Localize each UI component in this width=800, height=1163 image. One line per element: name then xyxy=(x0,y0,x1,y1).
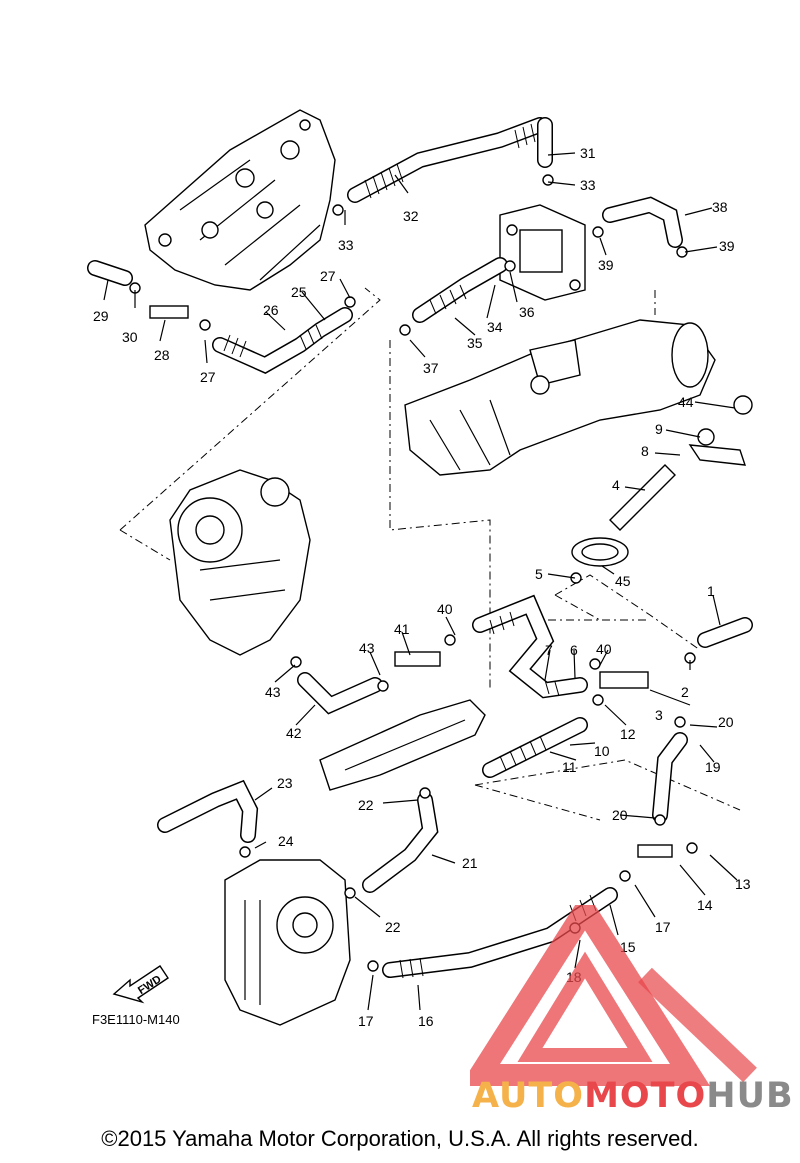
callout-17a: 17 xyxy=(655,919,671,935)
callout-32: 32 xyxy=(403,208,419,224)
hoses xyxy=(87,117,753,978)
pump-assembly xyxy=(224,859,351,1026)
callout-5: 5 xyxy=(535,566,543,582)
reference-lines xyxy=(119,287,741,821)
callout-27a: 27 xyxy=(320,268,336,284)
intake-manifold xyxy=(144,109,336,291)
callout-36: 36 xyxy=(519,304,535,320)
callout-7: 7 xyxy=(545,642,553,658)
callout-12: 12 xyxy=(620,726,636,742)
callout-42: 42 xyxy=(286,725,302,741)
callout-31: 31 xyxy=(580,145,596,161)
callout-4: 4 xyxy=(612,477,620,493)
callout-33b: 33 xyxy=(338,237,354,253)
callout-26: 26 xyxy=(263,302,279,318)
callout-13: 13 xyxy=(735,876,751,892)
callout-20b: 20 xyxy=(612,807,628,823)
callout-10: 10 xyxy=(594,743,610,759)
callout-23: 23 xyxy=(277,775,293,791)
callout-17b: 17 xyxy=(358,1013,374,1029)
clamps-fittings xyxy=(129,174,753,972)
callout-28: 28 xyxy=(154,347,170,363)
callout-11: 11 xyxy=(562,759,577,775)
copyright-notice: ©2015 Yamaha Motor Corporation, U.S.A. A… xyxy=(101,1126,699,1151)
callout-9: 9 xyxy=(655,421,663,437)
callout-19: 19 xyxy=(705,759,721,775)
parts-diagram: 1 2 3 4 5 6 7 8 9 10 11 12 13 14 15 16 1… xyxy=(87,109,753,1029)
callout-labels: 1 2 3 4 5 6 7 8 9 10 11 12 13 14 15 16 1… xyxy=(93,145,751,1029)
callout-39b: 39 xyxy=(598,257,614,273)
watermark-logo-icon xyxy=(470,905,757,1086)
leader-lines xyxy=(103,152,738,1011)
callout-20a: 20 xyxy=(718,714,734,730)
fwd-arrow-icon: FWD xyxy=(112,958,172,1009)
callout-2: 2 xyxy=(681,684,689,700)
callout-14: 14 xyxy=(697,897,713,913)
watermark-text: AUTOMOTOHUB xyxy=(472,1076,794,1116)
callout-43b: 43 xyxy=(265,684,281,700)
callout-38: 38 xyxy=(712,199,728,215)
callout-8: 8 xyxy=(641,443,649,459)
callout-35: 35 xyxy=(467,335,483,351)
callout-40b: 40 xyxy=(596,641,612,657)
watermark-part-2: MOTO xyxy=(584,1076,707,1116)
callout-40a: 40 xyxy=(437,601,453,617)
callout-44: 44 xyxy=(678,394,694,410)
callout-34: 34 xyxy=(487,319,503,335)
callout-33a: 33 xyxy=(580,177,596,193)
water-jacket xyxy=(319,699,486,791)
callout-16: 16 xyxy=(418,1013,434,1029)
throttle-plate xyxy=(499,204,586,301)
watermark-part-3: HUB xyxy=(706,1076,794,1116)
callout-3: 3 xyxy=(655,707,663,723)
engine-block xyxy=(169,469,311,656)
callout-22a: 22 xyxy=(358,797,374,813)
exhaust-chamber xyxy=(404,319,716,476)
callout-29: 29 xyxy=(93,308,109,324)
watermark-part-1: AUTO xyxy=(472,1076,585,1116)
callout-30: 30 xyxy=(122,329,138,345)
callout-25: 25 xyxy=(291,284,307,300)
callout-21: 21 xyxy=(462,855,478,871)
callout-1: 1 xyxy=(707,583,715,599)
callout-6: 6 xyxy=(570,642,578,658)
callout-22b: 22 xyxy=(385,919,401,935)
callout-39a: 39 xyxy=(719,238,735,254)
diagram-code: F3E1110-M140 xyxy=(92,1012,180,1027)
callout-45: 45 xyxy=(615,573,631,589)
callout-27b: 27 xyxy=(200,369,216,385)
callout-24: 24 xyxy=(278,833,294,849)
callout-43a: 43 xyxy=(359,640,375,656)
callout-37: 37 xyxy=(423,360,439,376)
callout-41: 41 xyxy=(394,621,410,637)
